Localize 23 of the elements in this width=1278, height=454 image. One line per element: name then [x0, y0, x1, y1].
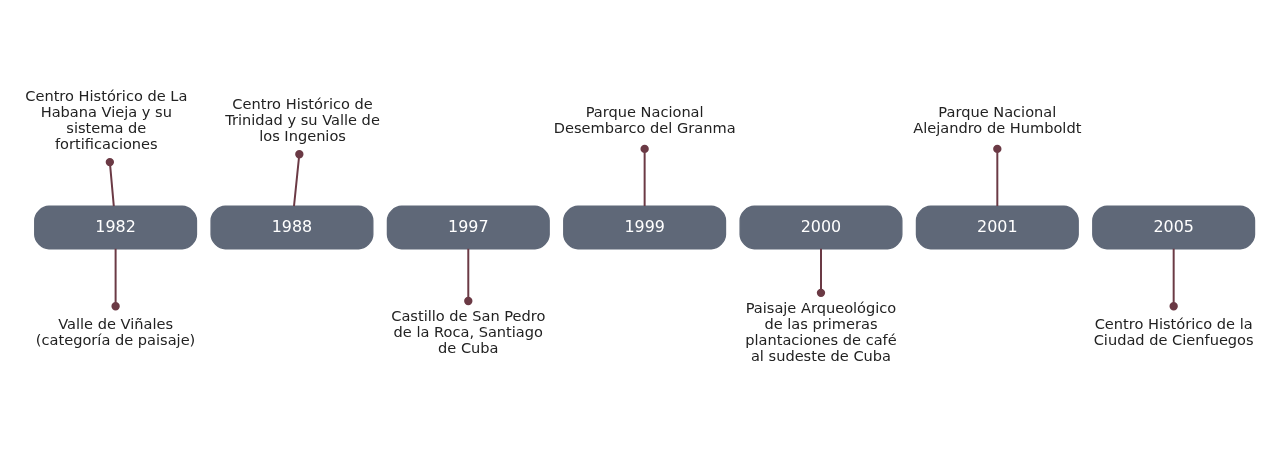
node-text: Centro Histórico de Trinidad y su Valle de los Ingenios	[225, 94, 380, 144]
connector	[640, 144, 649, 207]
node-text: Valle de Viñales (categoría de paisaje)	[35, 314, 196, 348]
node-text: Parque Nacional Desembarco del Granma	[553, 102, 736, 136]
connector	[993, 144, 1002, 207]
node-box: 1988	[210, 205, 374, 249]
node-box: 1982	[34, 205, 198, 249]
connector	[111, 247, 120, 310]
node-text: Paisaje Arqueológico de las primeras plantaciones de café al sudeste de Cuba	[745, 298, 897, 364]
connector	[1169, 247, 1178, 310]
connector	[293, 149, 304, 207]
node-box: 1999	[563, 205, 727, 249]
node-text: Castillo de San Pedro de la Roca, Santiago de Cuba	[391, 306, 546, 356]
node-box: 2000	[739, 205, 903, 249]
connector	[816, 247, 826, 297]
connector	[464, 247, 473, 305]
node-box: 2001	[915, 205, 1079, 249]
node-box: 1997	[386, 205, 550, 249]
connector	[105, 157, 115, 207]
node-text: Centro Histórico de la Ciudad de Cienfuegos	[1093, 314, 1254, 348]
node-text: Centro Histórico de La Habana Vieja y su sistema de fortificaciones	[25, 86, 188, 152]
node-box: 2005	[1092, 205, 1256, 249]
node-text: Parque Nacional Alejandro de Humboldt	[913, 102, 1082, 136]
